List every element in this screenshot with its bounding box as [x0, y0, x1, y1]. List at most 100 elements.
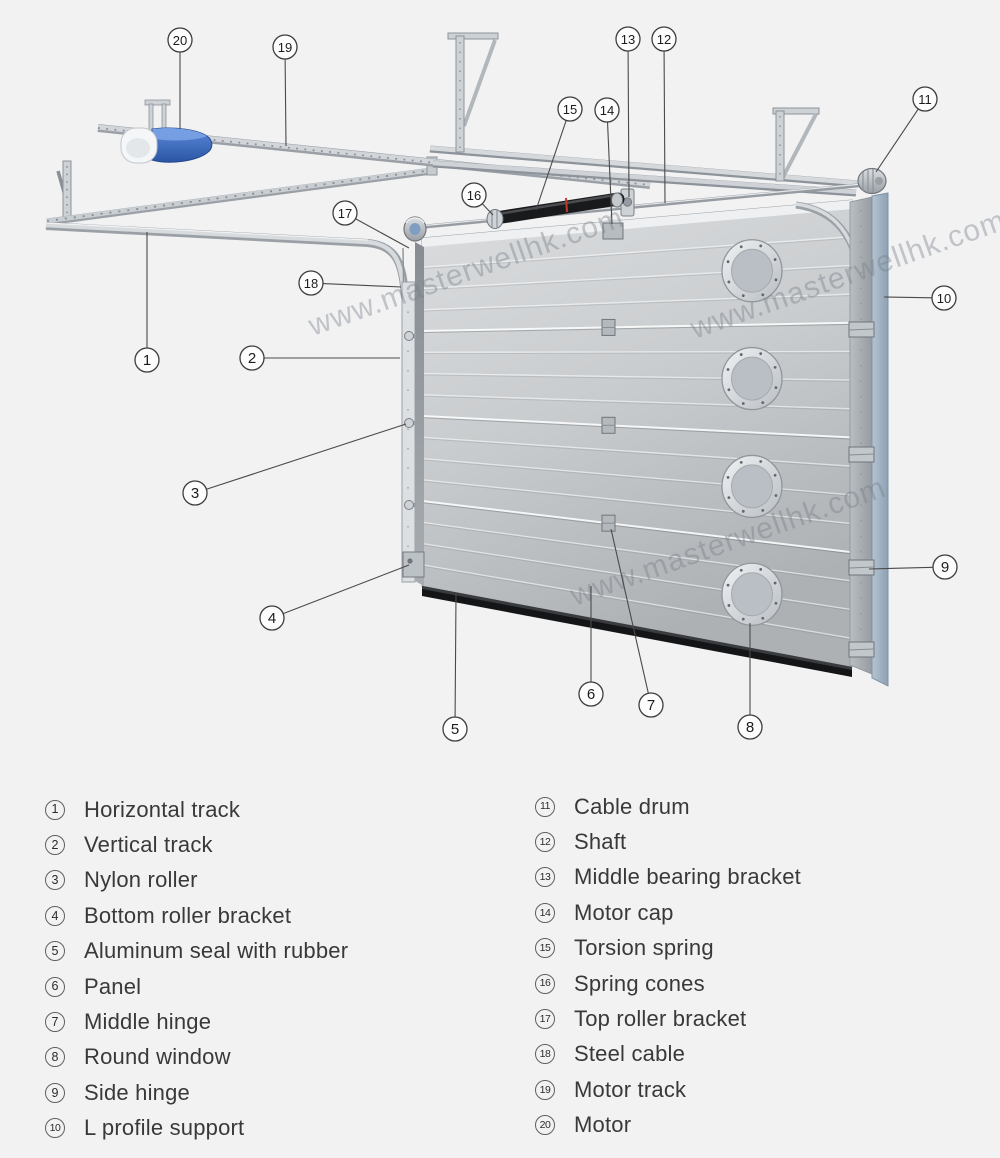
callout-16: 16 — [461, 182, 494, 216]
svg-text:14: 14 — [600, 103, 614, 118]
svg-text:8: 8 — [746, 719, 754, 736]
legend-item-6: 6 Panel — [45, 969, 348, 1004]
legend-number-10: 10 — [45, 1118, 65, 1139]
legend-number-13: 13 — [535, 867, 555, 888]
callout-12: 12 — [651, 26, 677, 204]
legend-number-20: 20 — [535, 1115, 555, 1136]
legend-number-6: 6 — [45, 976, 65, 997]
horizontal-track-angle-left — [46, 156, 438, 226]
legend-number-12: 12 — [535, 832, 555, 853]
svg-text:17: 17 — [338, 206, 352, 221]
door-panel — [421, 199, 853, 668]
side-hinge — [848, 321, 875, 338]
legend-item-17: 17 Top roller bracket — [535, 1001, 801, 1036]
nylon-roller — [404, 500, 416, 510]
legend-label-15: Torsion spring — [574, 935, 714, 961]
horizontal-track-right — [429, 145, 859, 197]
svg-text:15: 15 — [563, 102, 577, 117]
svg-text:19: 19 — [278, 40, 292, 55]
callout-18: 18 — [298, 270, 402, 296]
legend-label-17: Top roller bracket — [574, 1006, 747, 1032]
callout-19: 19 — [272, 34, 298, 147]
legend-number-2: 2 — [45, 835, 65, 856]
legend-number-11: 11 — [535, 796, 555, 817]
callout-3: 3 — [182, 423, 407, 506]
legend-number-9: 9 — [45, 1082, 65, 1103]
legend-label-12: Shaft — [574, 829, 627, 855]
legend-number-19: 19 — [535, 1079, 555, 1100]
svg-text:18: 18 — [304, 276, 318, 291]
legend-label-11: Cable drum — [574, 793, 690, 819]
legend-item-19: 19 Motor track — [535, 1072, 801, 1107]
callout-9: 9 — [868, 554, 958, 580]
callout-7: 7 — [610, 528, 664, 718]
legend-number-8: 8 — [45, 1047, 65, 1068]
legend-label-3: Nylon roller — [84, 867, 198, 893]
torsion-spring — [489, 192, 625, 225]
legend-label-2: Vertical track — [84, 832, 213, 858]
legend-label-20: Motor — [574, 1112, 632, 1138]
side-hinge — [848, 559, 875, 576]
legend-label-9: Side hinge — [84, 1079, 190, 1105]
legend-label-6: Panel — [84, 973, 142, 999]
bottom-seal — [422, 586, 852, 677]
horizontal-track-left — [45, 222, 409, 299]
middle-hinge — [601, 318, 616, 336]
round-window — [721, 239, 783, 303]
garage-door-diagram: www.masterwellhk.com www.masterwellhk.co… — [45, 26, 1000, 742]
nylon-roller — [404, 418, 416, 428]
bottom-roller-bracket — [402, 551, 425, 578]
callout-13: 13 — [615, 26, 641, 198]
legend-item-14: 14 Motor cap — [535, 895, 801, 930]
legend-number-1: 1 — [45, 799, 65, 820]
svg-text:4: 4 — [268, 610, 276, 627]
svg-text:3: 3 — [191, 485, 199, 502]
svg-text:12: 12 — [657, 32, 671, 47]
legend-item-2: 2 Vertical track — [45, 827, 348, 862]
legend-number-14: 14 — [535, 902, 555, 923]
callout-8: 8 — [737, 623, 763, 740]
svg-text:16: 16 — [467, 188, 481, 203]
legend-label-5: Aluminum seal with rubber — [84, 938, 349, 964]
side-hinge — [848, 446, 875, 463]
legend-item-20: 20 Motor — [535, 1108, 801, 1143]
vertical-track-left — [401, 242, 425, 586]
callout-4: 4 — [259, 564, 410, 631]
side-hinges — [848, 321, 875, 658]
legend-item-12: 12 Shaft — [535, 824, 801, 859]
svg-text:9: 9 — [941, 559, 949, 576]
cable-drum-left — [403, 216, 427, 242]
legend-item-3: 3 Nylon roller — [45, 863, 348, 898]
callout-1: 1 — [134, 232, 160, 373]
legend-label-14: Motor cap — [574, 899, 674, 925]
legend-number-17: 17 — [535, 1009, 555, 1030]
svg-text:7: 7 — [647, 697, 655, 714]
ceiling-bracket-right — [772, 107, 820, 182]
round-window — [721, 562, 783, 626]
legend-item-9: 9 Side hinge — [45, 1075, 348, 1110]
legend-number-3: 3 — [45, 870, 65, 891]
svg-text:13: 13 — [621, 32, 635, 47]
callout-14: 14 — [594, 97, 620, 225]
svg-text:2: 2 — [248, 350, 256, 367]
round-window — [721, 454, 783, 519]
nylon-roller — [404, 331, 416, 341]
legend-number-4: 4 — [45, 905, 65, 926]
legend-label-19: Motor track — [574, 1076, 687, 1102]
legend-number-18: 18 — [535, 1044, 555, 1065]
l-profile-support — [871, 192, 889, 687]
middle-hinge — [601, 416, 616, 434]
side-hinge — [848, 641, 875, 658]
